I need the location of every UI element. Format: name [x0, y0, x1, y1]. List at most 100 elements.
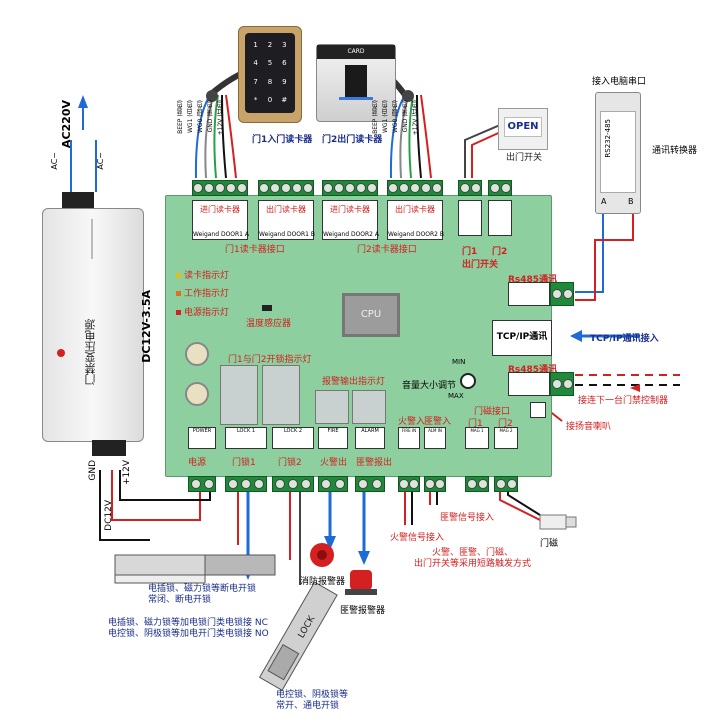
dc12v-label: DC12V — [104, 500, 114, 531]
ac-terminal — [62, 192, 94, 208]
relay-2 — [262, 365, 300, 425]
door-sensor-icon — [539, 514, 577, 530]
theft-alarm-label: 匪警报警器 — [340, 606, 386, 616]
mag-port-label: 门磁接口 — [474, 407, 511, 417]
fire-text: 火警出 — [320, 458, 348, 468]
relay-4 — [352, 390, 386, 424]
rs485-top-terminal — [550, 282, 574, 306]
keypad-key: 9 — [282, 77, 287, 86]
theft-alarm-icon — [345, 570, 377, 595]
alarm-signal-in: 匪警信号接入 — [440, 513, 495, 523]
lock2-text: 门锁2 — [278, 458, 302, 468]
ac-input-label: AC220V — [60, 100, 73, 149]
volume-max: MAX — [448, 392, 464, 400]
dc-terminal — [92, 440, 126, 456]
power-terminal — [188, 476, 216, 492]
volume-min: MIN — [452, 358, 466, 366]
rs485-bottom-box — [508, 372, 550, 396]
mag1-short: 门1 — [468, 419, 483, 429]
keypad-key: 3 — [282, 41, 287, 49]
wire-label: BEEP (蓝色) — [177, 100, 184, 134]
wire-label: GND (黑色) — [207, 100, 214, 133]
keypad-key: 4 — [253, 59, 258, 68]
wire-label: WG1 (白色) — [187, 100, 194, 133]
exit-header-2 — [488, 200, 512, 236]
volume-knob[interactable] — [460, 373, 476, 389]
exit2-terminal — [488, 180, 512, 196]
exit-reader-label: 门2出门读卡器 — [322, 135, 383, 145]
alarm-port: ALARM — [355, 427, 385, 449]
ac-left: AC~ — [50, 152, 59, 170]
alarm-in-terminal — [424, 476, 446, 492]
power-text: 电源 — [188, 458, 207, 468]
lock-note-3: 电控锁、阴极锁等 常开、通电开锁 — [276, 690, 349, 711]
exit-header-1 — [458, 200, 482, 236]
keypad-key: * — [253, 95, 258, 104]
lock2-terminal — [272, 476, 314, 492]
lock1-port: LOCK 1 — [225, 427, 267, 449]
power-port: POWER — [188, 427, 216, 449]
keypad-key: 8 — [267, 77, 273, 86]
rs485-top-label: Rs485通讯 — [508, 275, 558, 285]
fire-signal-in: 火警信号接入 — [390, 533, 445, 543]
fire-in-port: FIRE IN — [398, 427, 420, 449]
lock-note-1: 电插锁、磁力锁等断电开锁 常闭、断电开锁 — [148, 584, 257, 605]
lock1-terminal — [225, 476, 267, 492]
door1-exit: 门1 出门开关 — [462, 247, 499, 270]
temp-sensor-chip — [262, 305, 272, 311]
wire-label: WG0 (绿色) — [392, 100, 399, 133]
wire-label: +12V (红色) — [217, 100, 224, 136]
door-mag-label: 门磁 — [540, 539, 559, 549]
relay-1 — [220, 365, 258, 425]
dc-output-label: DC12V-3.5A — [140, 290, 153, 363]
rs485-top-box — [508, 282, 550, 306]
tcp-box: TCP/IP通讯 — [492, 320, 552, 356]
wire-label: WG0 (绿色) — [197, 100, 204, 133]
mag2-short: 门2 — [498, 419, 513, 429]
reader4-terminal — [387, 180, 443, 196]
mag2-port: MAG 2 — [494, 427, 518, 449]
relay-3 — [315, 390, 349, 424]
keypad-key: 2 — [267, 41, 273, 49]
temp-sensor: 温度感应器 — [246, 319, 292, 329]
card-led: 读卡指示灯 — [176, 268, 229, 281]
wire-labels-2: BEEP (蓝色)WG1 (白色)WG0 (绿色)GND (黑色)+12V (红… — [371, 100, 441, 180]
rs485-bottom-label: Rs485通讯 — [508, 365, 558, 375]
exit1-terminal — [458, 180, 482, 196]
fire-in-terminal — [398, 476, 420, 492]
power-supply: 门禁变压电源 — [42, 208, 144, 442]
capacitor-1 — [185, 342, 209, 366]
cpu-chip: CPU — [342, 293, 400, 337]
lock-note-2: 电插锁、磁力锁等加电锁门类电锁接 NC 电控锁、阴极锁等加电开门类电锁接 NO — [108, 618, 269, 639]
power-led: 电源指示灯 — [176, 305, 229, 318]
keypad-key: 6 — [282, 59, 287, 68]
alarm-in-port: ALM IN — [424, 427, 446, 449]
reader-header-4: 出门读卡器 Weigand DOOR2 B — [387, 200, 444, 240]
door2-exit: 门2 — [492, 247, 508, 257]
work-led: 工作指示灯 — [176, 286, 229, 299]
exit-button-label: 出门开关 — [506, 153, 543, 163]
speaker-port — [530, 402, 546, 418]
reader-header-1: 进门读卡器 Weigand DOOR1 A — [192, 200, 249, 240]
alarm-leds: 报警输出指示灯 — [322, 377, 386, 387]
exit-button-device: OPEN — [498, 108, 548, 150]
fire-in-label: 火警入 — [398, 417, 426, 427]
plus12-label: +12V — [122, 460, 132, 486]
reader-header-3: 进门读卡器 Weigand DOOR2 A — [322, 200, 379, 240]
wire-label: GND (黑色) — [402, 100, 409, 133]
wire-label: BEEP (蓝色) — [372, 100, 379, 134]
wire-label: +12V (红色) — [412, 100, 419, 136]
mag2-terminal — [494, 476, 518, 492]
fire-alarm-icon — [310, 543, 334, 567]
fire-terminal — [318, 476, 348, 492]
reader1-terminal — [192, 180, 248, 196]
mag1-port: MAG 1 — [465, 427, 489, 449]
door2-reader-port: 门2读卡器接口 — [357, 245, 417, 255]
gnd-label: GND — [88, 460, 98, 481]
reader-header-2: 出门读卡器 Weigand DOOR1 B — [258, 200, 315, 240]
card-text: CARD — [317, 45, 395, 59]
converter-device: RS232-485 A B — [595, 92, 641, 214]
converter-text: RS232-485 — [604, 119, 612, 158]
alarm-in-label: 匪警入 — [424, 417, 452, 427]
